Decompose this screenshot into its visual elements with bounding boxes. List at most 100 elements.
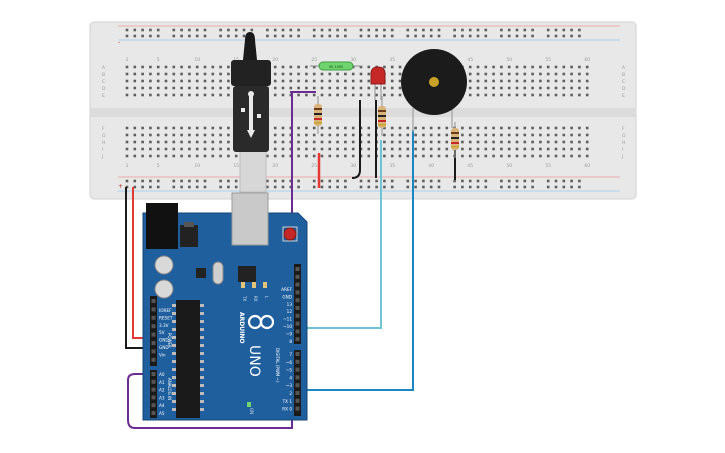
crystal-oscillator (212, 261, 224, 285)
indicator-leds: TX RX L (241, 282, 269, 302)
breadboard-center-channel (90, 108, 636, 117)
row-label-right-E: E (622, 93, 625, 99)
rail-plus-label: + (118, 183, 123, 190)
top-column-label-9: 45 (467, 57, 473, 63)
bottom-column-label-0: 1 (126, 163, 129, 169)
digital-header-top[interactable] (294, 264, 301, 344)
digital-pin-label-4: ~11 (283, 317, 292, 322)
usb-cable[interactable] (231, 32, 271, 193)
header-pin-holes (151, 267, 300, 415)
bottom-column-label-10: 50 (506, 163, 512, 169)
arduino-brand: ARDUINO (238, 312, 245, 343)
digital-pin-label-3: 12 (287, 309, 293, 314)
photoresistor-body (318, 61, 354, 71)
bottom-column-label-11: 55 (545, 163, 551, 169)
led-rx-label: RX (253, 296, 258, 302)
row-label-left-E: E (102, 93, 105, 99)
analog-pin-label-4: A4 (159, 403, 165, 408)
bottom-column-label-3: 15 (233, 163, 239, 169)
bottom-column-label-8: 40 (428, 163, 434, 169)
resistor-2[interactable] (378, 96, 386, 136)
wire-pin3-blue[interactable] (298, 130, 414, 391)
power-pin-label-3: 5V (159, 330, 165, 335)
wire-black-short-1[interactable] (351, 100, 361, 179)
digital-pin-label-0: AREF (281, 287, 292, 292)
arduino-logo (247, 314, 275, 330)
wire-gnd-black[interactable] (125, 187, 150, 349)
bottom-column-label-4: 20 (272, 163, 278, 169)
analog-pin-label-2: A2 (159, 388, 165, 393)
digital-pin-label-5: ~10 (283, 324, 292, 329)
photoresistor[interactable]: 5K 1000 (310, 61, 362, 71)
top-column-label-11: 55 (545, 57, 551, 63)
wire-a0-purple[interactable] (127, 91, 293, 429)
top-column-label-7: 35 (389, 57, 395, 63)
digital-pin-label-b-2: ~5 (286, 368, 293, 373)
wire-pin10-cyan[interactable] (298, 140, 382, 329)
usb-strain-relief (243, 32, 257, 60)
digital-pin-label-b-5: 2 (289, 391, 292, 396)
analog-pin-label-3: A3 (159, 395, 165, 400)
analog-pin-label-0: A0 (159, 372, 165, 377)
usb-icon (241, 91, 261, 138)
row-label-right-A: A (622, 65, 626, 71)
top-column-label-1: 5 (157, 57, 160, 63)
digital-pin-label-b-7: RX 0 (282, 407, 292, 412)
power-pin-label-1: RESET (159, 315, 173, 320)
photoresistor-label: 5K 1000 (329, 65, 344, 69)
row-label-right-G: G (622, 133, 626, 139)
digital-pin-label-b-0: 7 (289, 352, 292, 357)
row-label-left-C: C (102, 79, 105, 85)
bottom-column-label-1: 5 (157, 163, 160, 169)
digital-header-label: DIGITAL (PWM ~) (275, 348, 280, 383)
top-column-label-0: 1 (126, 57, 129, 63)
atmega-chip (176, 300, 200, 418)
top-column-label-10: 50 (506, 57, 512, 63)
on-led-label: ON (249, 408, 254, 414)
analog-header[interactable] (150, 370, 157, 418)
led-body (370, 66, 386, 85)
atmega-chip-pins (172, 304, 204, 411)
analog-header-label: ANALOG IN (167, 378, 172, 400)
row-label-left-F: F (102, 126, 105, 132)
row-label-left-I: I (102, 147, 103, 153)
bottom-column-label-6: 30 (350, 163, 356, 169)
digital-pin-label-1: GND (282, 294, 292, 299)
top-column-label-6: 30 (350, 57, 356, 63)
digital-pin-label-b-6: TX 1 (282, 399, 293, 404)
row-label-left-D: D (102, 86, 106, 92)
row-label-right-H: H (622, 140, 625, 146)
power-header-label: POWER (167, 333, 172, 348)
digital-pin-label-b-3: 4 (289, 375, 292, 380)
row-label-right-D: D (622, 86, 626, 92)
arduino-model: UNO (246, 345, 262, 377)
rail-minus-label: - (118, 39, 120, 46)
digital-header-bottom[interactable] (294, 350, 301, 416)
row-label-right-F: F (622, 126, 625, 132)
reset-button[interactable] (283, 227, 297, 241)
bottom-column-label-5: 25 (311, 163, 317, 169)
digital-pin-label-2: 13 (287, 302, 293, 307)
led-red[interactable] (370, 66, 386, 100)
arduino-uno[interactable]: TX RX L ARDUINO UNO ON POWER ANALOG IN D… (142, 192, 308, 421)
row-label-left-H: H (102, 140, 105, 146)
bottom-column-label-9: 45 (467, 163, 473, 169)
top-column-label-12: 60 (584, 57, 590, 63)
piezo-buzzer[interactable] (401, 49, 467, 132)
top-column-label-2: 10 (194, 57, 200, 63)
digital-pin-label-b-4: ~3 (286, 383, 293, 388)
row-label-left-J: J (101, 154, 103, 160)
analog-pin-label-1: A1 (159, 380, 165, 385)
buzzer-center (429, 77, 439, 87)
power-pin-label-4: GND (159, 338, 169, 343)
usb-cable-cord (239, 149, 267, 193)
resistor-3[interactable] (451, 122, 459, 158)
resistor-1[interactable] (314, 96, 322, 134)
power-header[interactable] (150, 296, 157, 366)
